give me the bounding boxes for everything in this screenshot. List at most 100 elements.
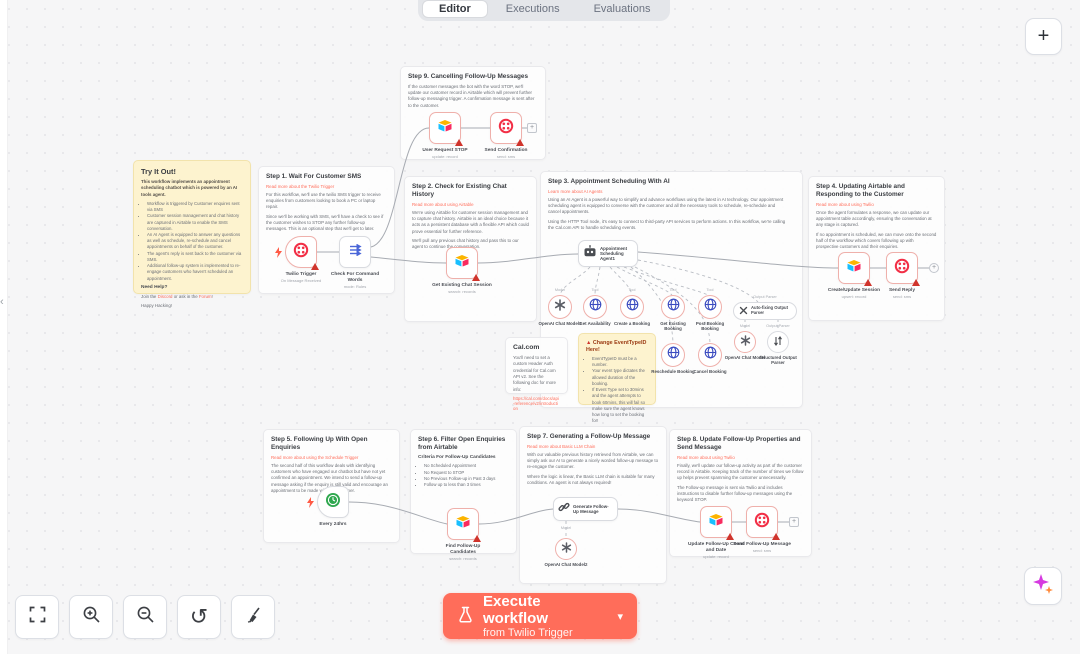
ai-assistant-button[interactable] [1024, 567, 1062, 605]
note-step4[interactable]: Step 4. Updating Airtable and Responding… [808, 176, 945, 321]
bullet: If Event Type set to 30mins and the agen… [592, 387, 648, 424]
node-send-followup-message[interactable] [746, 506, 780, 540]
add-node-button[interactable]: + [1025, 18, 1062, 55]
node-label[interactable]: OpenAI Chat Model [724, 355, 766, 360]
note-paragraph: With our valuable previous history retri… [527, 451, 659, 470]
node-label[interactable]: OpenAI Chat Model2 [544, 562, 588, 567]
tidy-up-button[interactable] [231, 595, 275, 639]
node-twilio-trigger[interactable] [285, 236, 319, 270]
note-link[interactable]: https://cal.com/docs/api-reference/v2/in… [513, 396, 559, 412]
node-label[interactable]: Get Existing Booking [660, 321, 686, 332]
node-post-booking[interactable] [698, 295, 722, 319]
closing: Happy Hacking! [141, 303, 172, 309]
note-step8[interactable]: Step 8. Update Follow-Up Properties and … [669, 429, 812, 557]
note-eventtype[interactable]: ▲ Change EventTypeID Here! EventTypeID m… [578, 333, 656, 423]
node-label[interactable]: Reschedule Booking [651, 369, 695, 374]
node-find-followup-candidates[interactable] [447, 508, 481, 542]
tab-evaluations[interactable]: Evaluations [593, 3, 651, 15]
bullet: No Scheduled Appointment [424, 463, 509, 469]
note-link[interactable]: Read more about using Airtable [412, 201, 474, 207]
node-label[interactable]: OpenAI Chat Model1 [538, 321, 582, 326]
twilio-icon [894, 258, 910, 279]
note-title: ▲ Change EventTypeID Here! [586, 340, 647, 353]
sidebar-collapse-chevron[interactable]: ‹ [0, 296, 4, 308]
twilio-icon [498, 118, 514, 139]
note-link[interactable]: Read more about the Twilio Trigger [266, 183, 335, 189]
node-user-request-stop[interactable] [429, 112, 463, 146]
node-create-update-session[interactable] [838, 252, 872, 286]
node-reschedule-booking[interactable] [661, 343, 685, 367]
node-openai-chat-model1[interactable] [548, 295, 572, 319]
node-openai-chat-model3[interactable] [734, 331, 756, 353]
add-connection-endpoint[interactable]: + [527, 123, 537, 133]
node-cancel-booking[interactable] [698, 343, 722, 367]
note-link[interactable]: Read more about using Twilio [816, 201, 874, 207]
discord-link[interactable]: Discord [157, 293, 173, 299]
note-link[interactable]: Learn more about AI Agents [548, 188, 603, 194]
node-label[interactable]: Post Booking Booking [695, 321, 725, 332]
node-autofixing-output-parser[interactable]: Auto-fixing Output Parser [733, 302, 797, 320]
forum-link[interactable]: Forum [198, 293, 212, 299]
zoom-out-button[interactable] [123, 595, 167, 639]
node-openai-chat-model2[interactable] [555, 538, 577, 560]
node-get-existing-booking[interactable] [661, 295, 685, 319]
node-structured-output-parser[interactable] [767, 331, 789, 353]
criteria-title: Criteria For Follow-Up Candidates [418, 454, 496, 460]
tab-editor[interactable]: Editor [422, 0, 488, 18]
node-appointment-scheduling-agent[interactable]: Appointment Scheduling Agent1 [578, 240, 638, 267]
note-link[interactable]: Read more about using Twilio [677, 454, 735, 460]
node-generate-followup-message[interactable]: Generate Follow-Up Message [553, 497, 618, 521]
add-connection-endpoint[interactable]: + [789, 517, 799, 527]
clock-icon [325, 492, 341, 513]
node-get-existing-chat-session[interactable] [446, 247, 480, 281]
fit-view-button[interactable] [15, 595, 59, 639]
flask-icon [457, 606, 474, 627]
reset-zoom-button[interactable]: ↺ [177, 595, 221, 639]
execute-workflow-button[interactable]: Execute workflow from Twilio Trigger ▾ [443, 593, 637, 639]
note-paragraph: Using an AI Agent is a powerful way to s… [548, 196, 784, 215]
bullet: No Previous Follow-up in Past 3 days [424, 476, 509, 482]
note-step7[interactable]: Step 7. Generating a Follow-Up Message R… [519, 426, 667, 584]
node-label[interactable]: Structured Output Parser [759, 355, 797, 366]
help-title: Need Help? [141, 284, 168, 290]
node-check-command-words[interactable] [339, 236, 371, 268]
note-try-it-out[interactable]: Try It Out! This workflow implements an … [133, 160, 251, 308]
node-label[interactable]: Every 24hrs [319, 522, 347, 527]
node-label[interactable]: Create a Booking [613, 321, 651, 326]
zoom-in-icon [82, 605, 101, 630]
warning-icon [772, 533, 780, 540]
node-label[interactable]: Cancel Booking [693, 369, 727, 374]
node-get-availability[interactable] [583, 295, 607, 319]
note-calcom[interactable]: Cal.com You'll need to set a custom Head… [505, 337, 568, 411]
node-every-24hrs[interactable] [317, 486, 349, 518]
note-title: Step 5. Following Up With Open Enquiries [271, 436, 368, 451]
node-send-confirmation[interactable] [490, 112, 524, 146]
twilio-icon [754, 512, 770, 533]
note-link[interactable]: Read more about Basic LLM Chain [527, 443, 596, 449]
note-intro: This workflow implements an appointment … [141, 178, 238, 197]
node-label[interactable]: Get Availability [579, 321, 611, 326]
zoom-in-button[interactable] [69, 595, 113, 639]
tab-executions[interactable]: Executions [505, 3, 560, 15]
chevron-down-icon[interactable]: ▾ [617, 610, 623, 623]
globe-icon [667, 298, 680, 316]
add-connection-endpoint[interactable]: + [929, 263, 939, 273]
note-link[interactable]: Read more about using the Schedule Trigg… [271, 454, 359, 460]
node-create-a-booking[interactable] [620, 295, 644, 319]
trigger-bolt-icon [274, 245, 282, 263]
bullet: Follow up to less than 3 times [424, 482, 509, 488]
note-step1[interactable]: Step 1. Wait For Customer SMS Read more … [258, 166, 395, 294]
node-send-reply[interactable] [886, 252, 920, 286]
node-update-followup-count[interactable] [700, 506, 734, 540]
port-label: Model [739, 324, 751, 328]
